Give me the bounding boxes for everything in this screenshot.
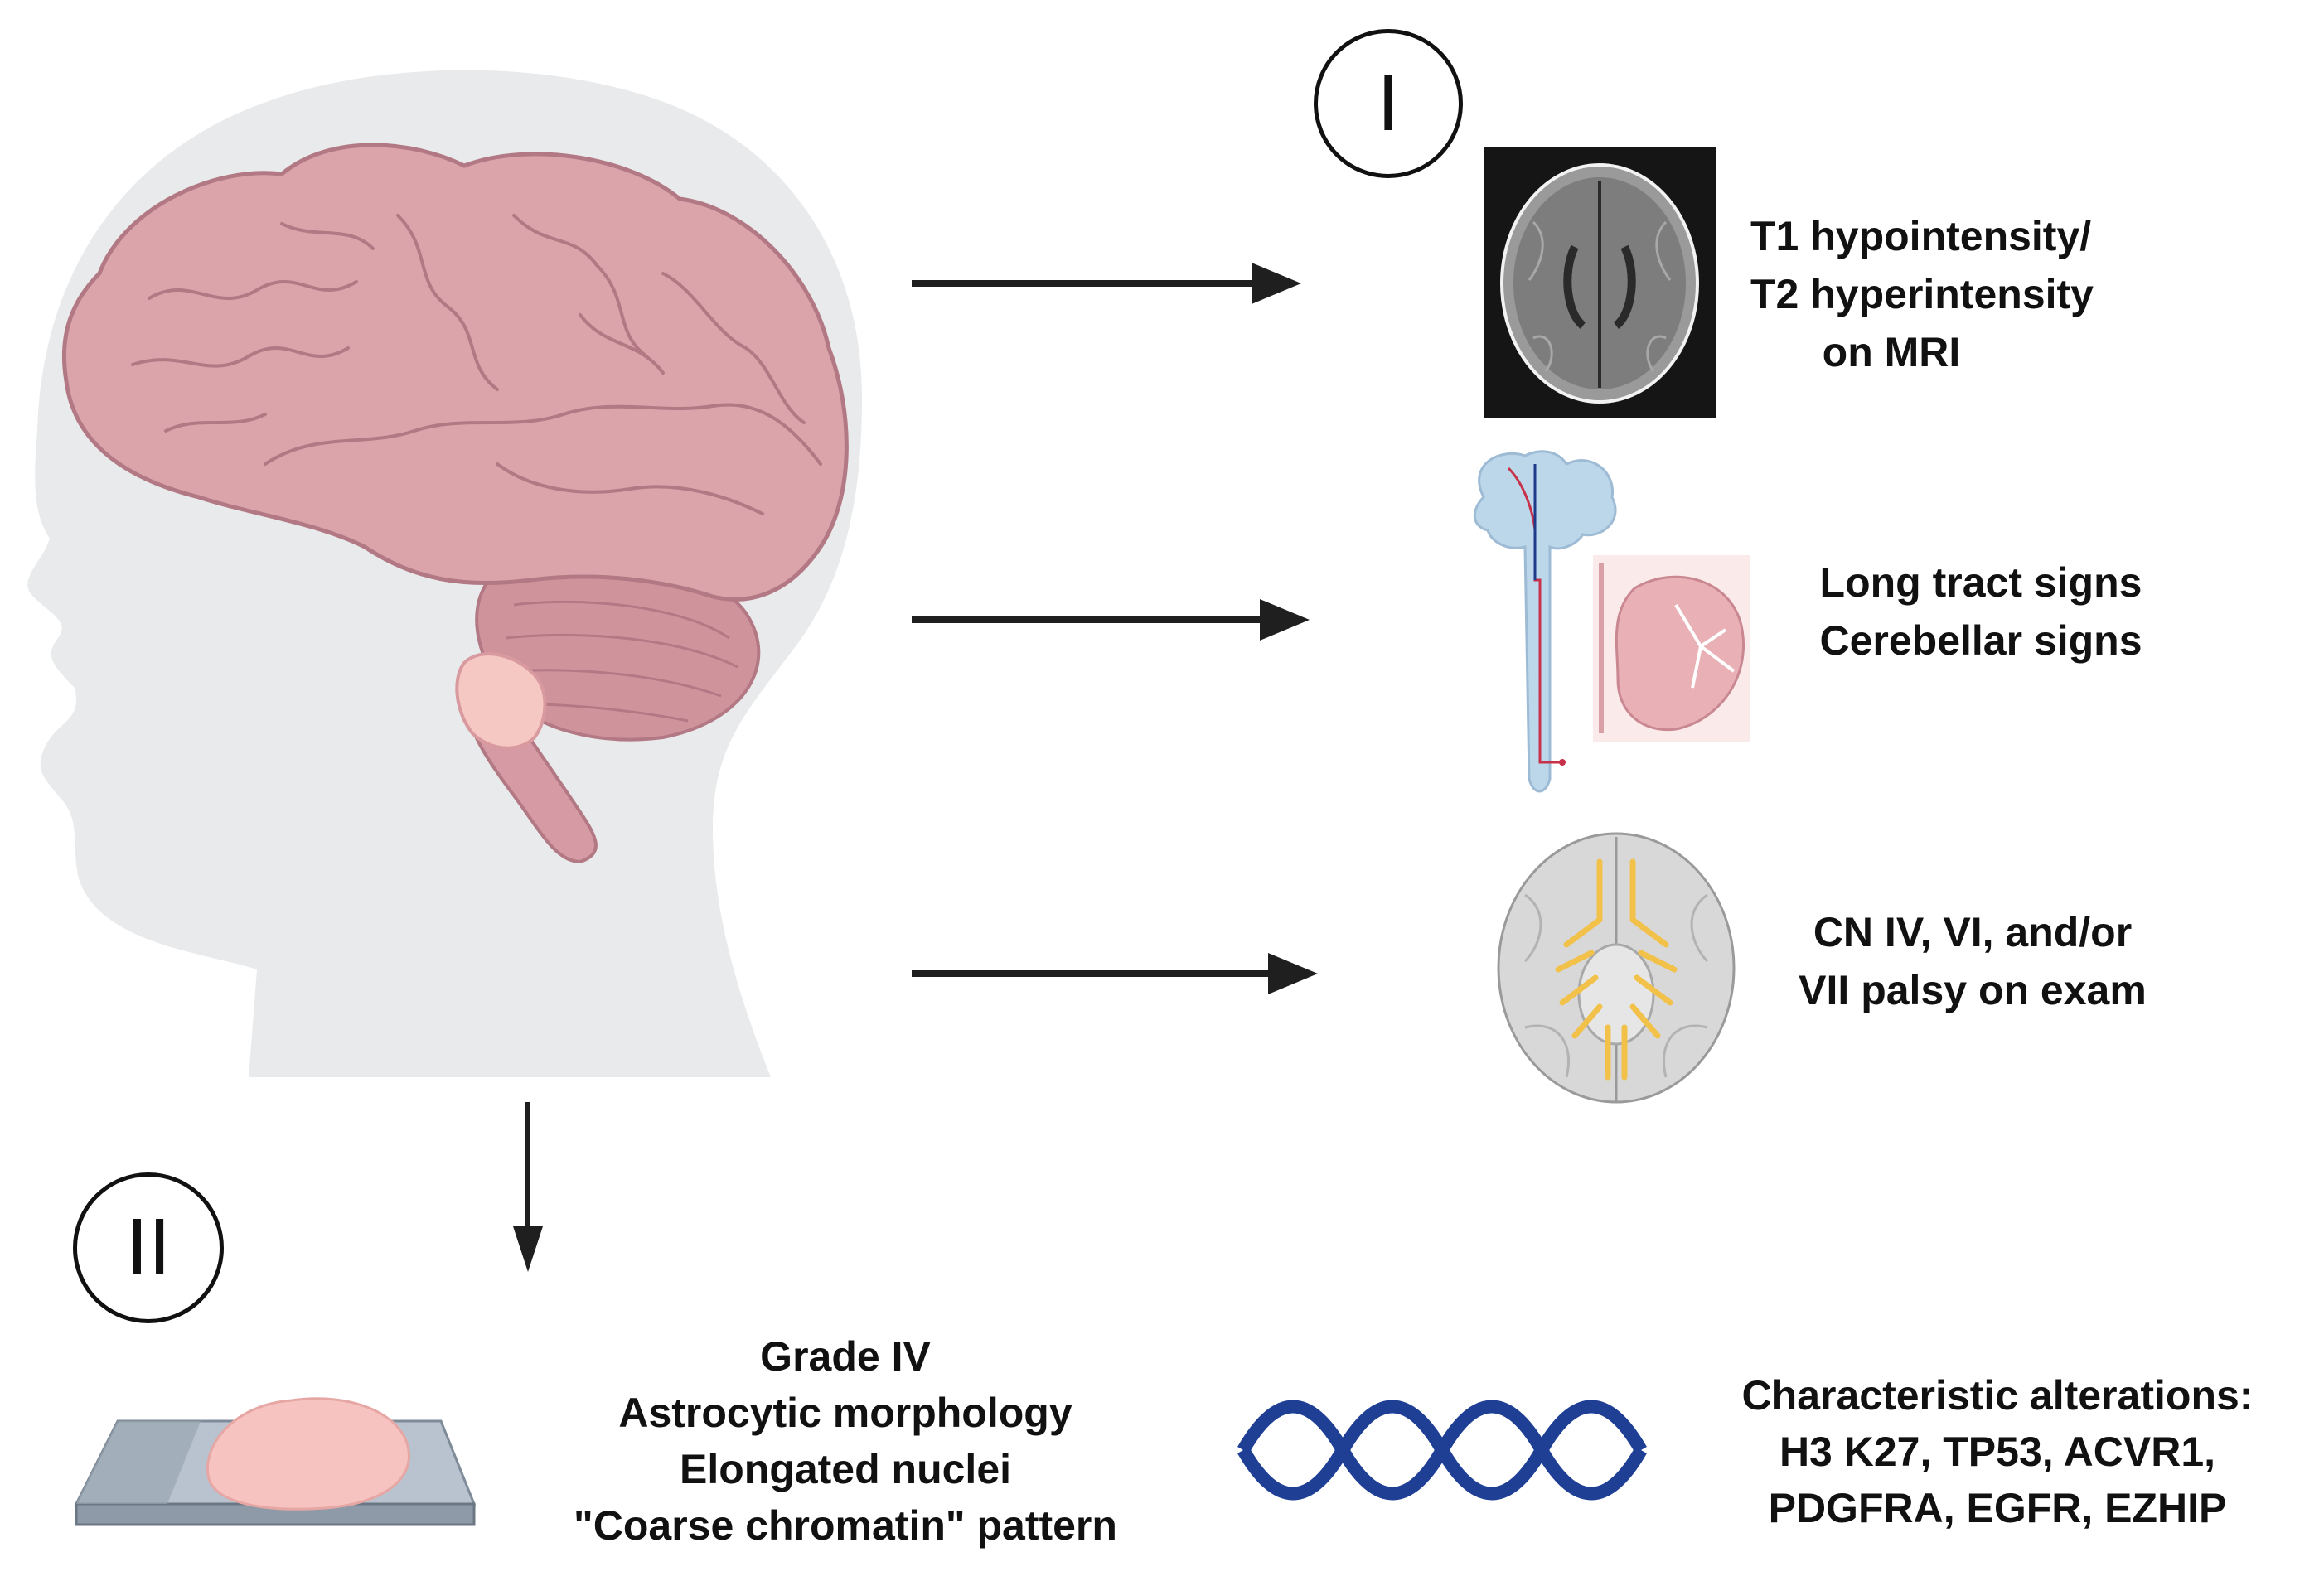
genetics-line-2: H3 K27, TP53, ACVR1, (1779, 1429, 2216, 1475)
section-two-marker: II (73, 1172, 224, 1323)
genetics-line-1: Characteristic alterations: (1741, 1372, 2254, 1419)
arrow-to-pathology (513, 1102, 543, 1272)
brain-with-brainstem-tumor-icon (61, 143, 849, 864)
mri-line-3: on MRI (1822, 329, 1961, 375)
signs-line-1: Long tract signs (1819, 559, 2142, 606)
cn-line-2: VII palsy on exam (1799, 967, 2147, 1013)
pathology-label: Grade IV Astrocytic morphology Elongated… (564, 1328, 1127, 1554)
mri-line-2: T2 hyperintensity (1750, 271, 2094, 317)
tissue-slide-icon (74, 1397, 477, 1526)
genetics-label: Characteristic alterations: H3 K27, TP53… (1716, 1367, 2279, 1536)
arrow-to-signs (912, 599, 1310, 641)
signs-line-2: Cerebellar signs (1819, 617, 2142, 664)
pathology-line-2: Astrocytic morphology (618, 1390, 1072, 1436)
dna-helix-icon (1237, 1400, 1647, 1501)
section-one-marker: I (1314, 29, 1463, 178)
cerebrum (61, 143, 849, 602)
signs-finding-label: Long tract signs Cerebellar signs (1790, 554, 2171, 670)
pathology-line-1: Grade IV (760, 1333, 931, 1380)
arrow-to-mri (912, 263, 1301, 304)
pathology-line-3: Elongated nuclei (679, 1446, 1012, 1492)
pathology-line-4: "Coarse chromatin" pattern (574, 1502, 1117, 1549)
genetics-line-3: PDGFRA, EGFR, EZHIP (1768, 1485, 2227, 1531)
arrow-to-cranial-nerves (912, 953, 1318, 994)
tumor (455, 652, 547, 750)
brain-inferior-view-cranial-nerves-icon (1497, 832, 1736, 1104)
cranial-nerve-finding-label: CN IV, VI, and/or VII palsy on exam (1765, 903, 2180, 1019)
cn-line-1: CN IV, VI, and/or (1813, 909, 2133, 955)
axial-mri-slice-icon (1484, 147, 1716, 418)
corticospinal-tract-icon (1473, 450, 1617, 793)
mri-finding-label: T1 hypointensity/ T2 hyperintensity on M… (1750, 207, 2094, 381)
mri-line-1: T1 hypointensity/ (1750, 213, 2092, 259)
cerebellum-section-icon (1593, 555, 1750, 742)
